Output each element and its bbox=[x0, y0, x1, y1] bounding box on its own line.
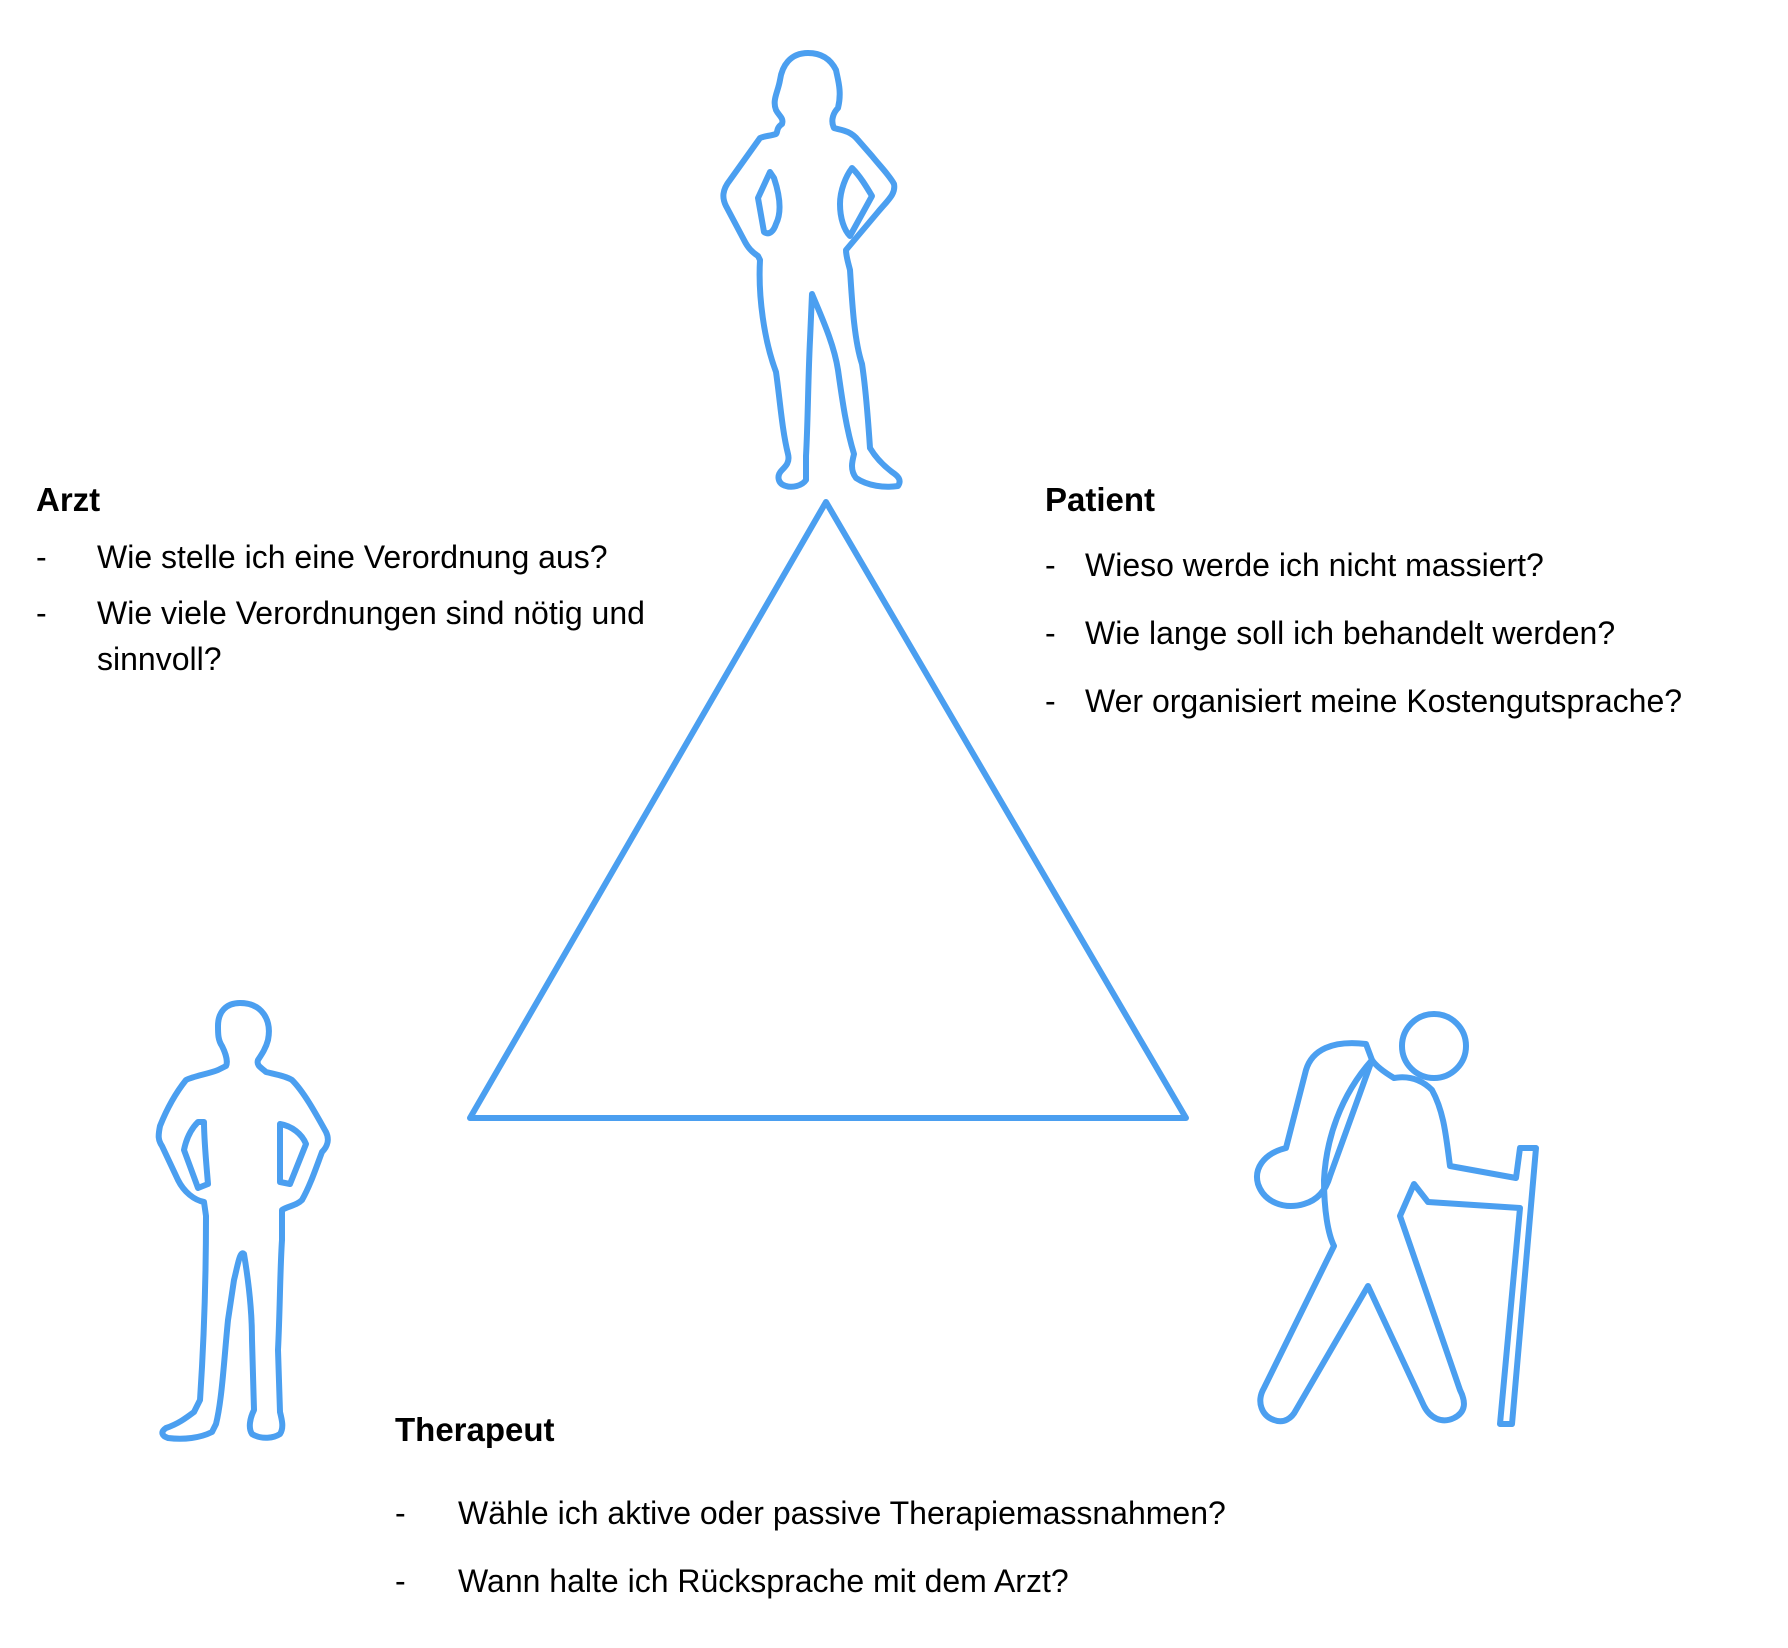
list-item: - Wie viele Verordnungen sind nötig und … bbox=[36, 590, 696, 682]
question-text: Wie lange soll ich behandelt werden? bbox=[1085, 615, 1616, 651]
standing-man-outline-icon bbox=[155, 1000, 331, 1442]
list-item: - Wie stelle ich eine Verordnung aus? bbox=[36, 534, 696, 580]
list-item: - Wieso werde ich nicht massiert? bbox=[1045, 542, 1765, 588]
question-text: Wie viele Verordnungen sind nötig und si… bbox=[97, 595, 645, 677]
therapeut-question-list: - Wähle ich aktive oder passive Therapie… bbox=[395, 1490, 1395, 1604]
list-dash: - bbox=[1045, 615, 1056, 651]
standing-woman-outline-icon bbox=[720, 50, 903, 490]
list-dash: - bbox=[1045, 683, 1056, 719]
list-item: - Wer organisiert meine Kostengutsprache… bbox=[1045, 678, 1765, 724]
list-dash: - bbox=[395, 1563, 406, 1599]
question-text: Wie stelle ich eine Verordnung aus? bbox=[97, 539, 608, 575]
therapeut-section: Therapeut - Wähle ich aktive oder passiv… bbox=[395, 1410, 1395, 1626]
list-dash: - bbox=[36, 539, 47, 575]
relationship-triangle bbox=[467, 499, 1189, 1121]
question-text: Wähle ich aktive oder passive Therapiema… bbox=[458, 1495, 1226, 1531]
arzt-section: Arzt - Wie stelle ich eine Verordnung au… bbox=[36, 480, 696, 692]
question-text: Wer organisiert meine Kostengutsprache? bbox=[1085, 683, 1683, 719]
arzt-heading: Arzt bbox=[36, 481, 101, 518]
hiker-with-backpack-outline-icon bbox=[1254, 1011, 1539, 1427]
list-dash: - bbox=[36, 595, 47, 631]
patient-section: Patient - Wieso werde ich nicht massiert… bbox=[1045, 480, 1765, 746]
patient-question-list: - Wieso werde ich nicht massiert? - Wie … bbox=[1045, 542, 1765, 724]
list-item: - Wann halte ich Rücksprache mit dem Arz… bbox=[395, 1558, 1395, 1604]
therapeut-heading: Therapeut bbox=[395, 1411, 555, 1448]
list-item: - Wie lange soll ich behandelt werden? bbox=[1045, 610, 1765, 656]
list-item: - Wähle ich aktive oder passive Therapie… bbox=[395, 1490, 1395, 1536]
question-text: Wann halte ich Rücksprache mit dem Arzt? bbox=[458, 1563, 1069, 1599]
patient-heading: Patient bbox=[1045, 481, 1156, 518]
arzt-question-list: - Wie stelle ich eine Verordnung aus? - … bbox=[36, 534, 696, 682]
list-dash: - bbox=[395, 1495, 406, 1531]
question-text: Wieso werde ich nicht massiert? bbox=[1085, 547, 1544, 583]
list-dash: - bbox=[1045, 547, 1056, 583]
